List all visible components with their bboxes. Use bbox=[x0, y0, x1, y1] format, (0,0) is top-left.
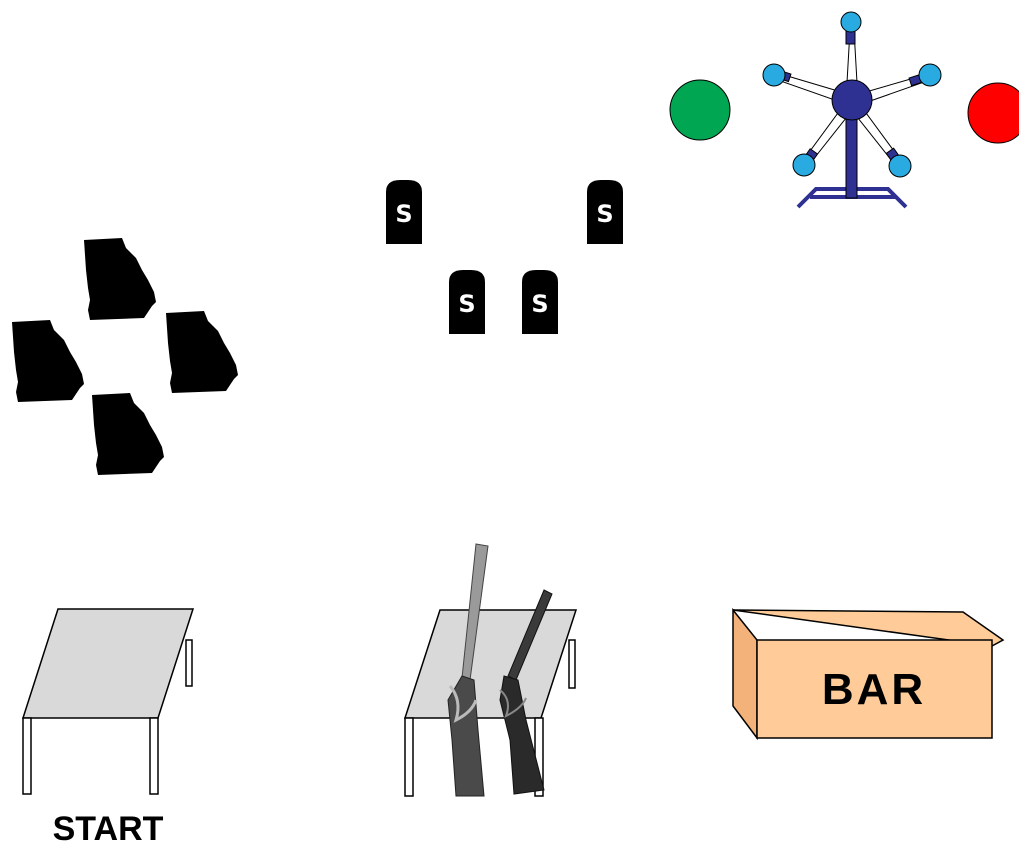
state-silhouette-icon bbox=[12, 320, 84, 402]
tombstone-icon: S bbox=[449, 270, 485, 334]
state-silhouette-icon bbox=[92, 393, 164, 475]
tombstone-icon: S bbox=[522, 270, 558, 334]
tombstone-icon: S bbox=[587, 180, 623, 244]
box-label: BAR bbox=[822, 665, 926, 714]
green-circle bbox=[670, 80, 730, 140]
start-label: START bbox=[53, 810, 164, 841]
state-silhouette-icon bbox=[84, 238, 156, 320]
state-silhouette-icon bbox=[166, 311, 238, 393]
tombstone-letter: S bbox=[458, 290, 475, 318]
tombstone-icon: S bbox=[386, 180, 422, 244]
gun-table bbox=[405, 610, 576, 796]
ferris-wheel-icon bbox=[763, 12, 941, 207]
tombstone-letter: S bbox=[531, 290, 548, 318]
tombstone-letter: S bbox=[395, 200, 412, 228]
start-table bbox=[23, 609, 193, 794]
red-circle bbox=[968, 83, 1019, 143]
tombstone-letter: S bbox=[596, 200, 613, 228]
